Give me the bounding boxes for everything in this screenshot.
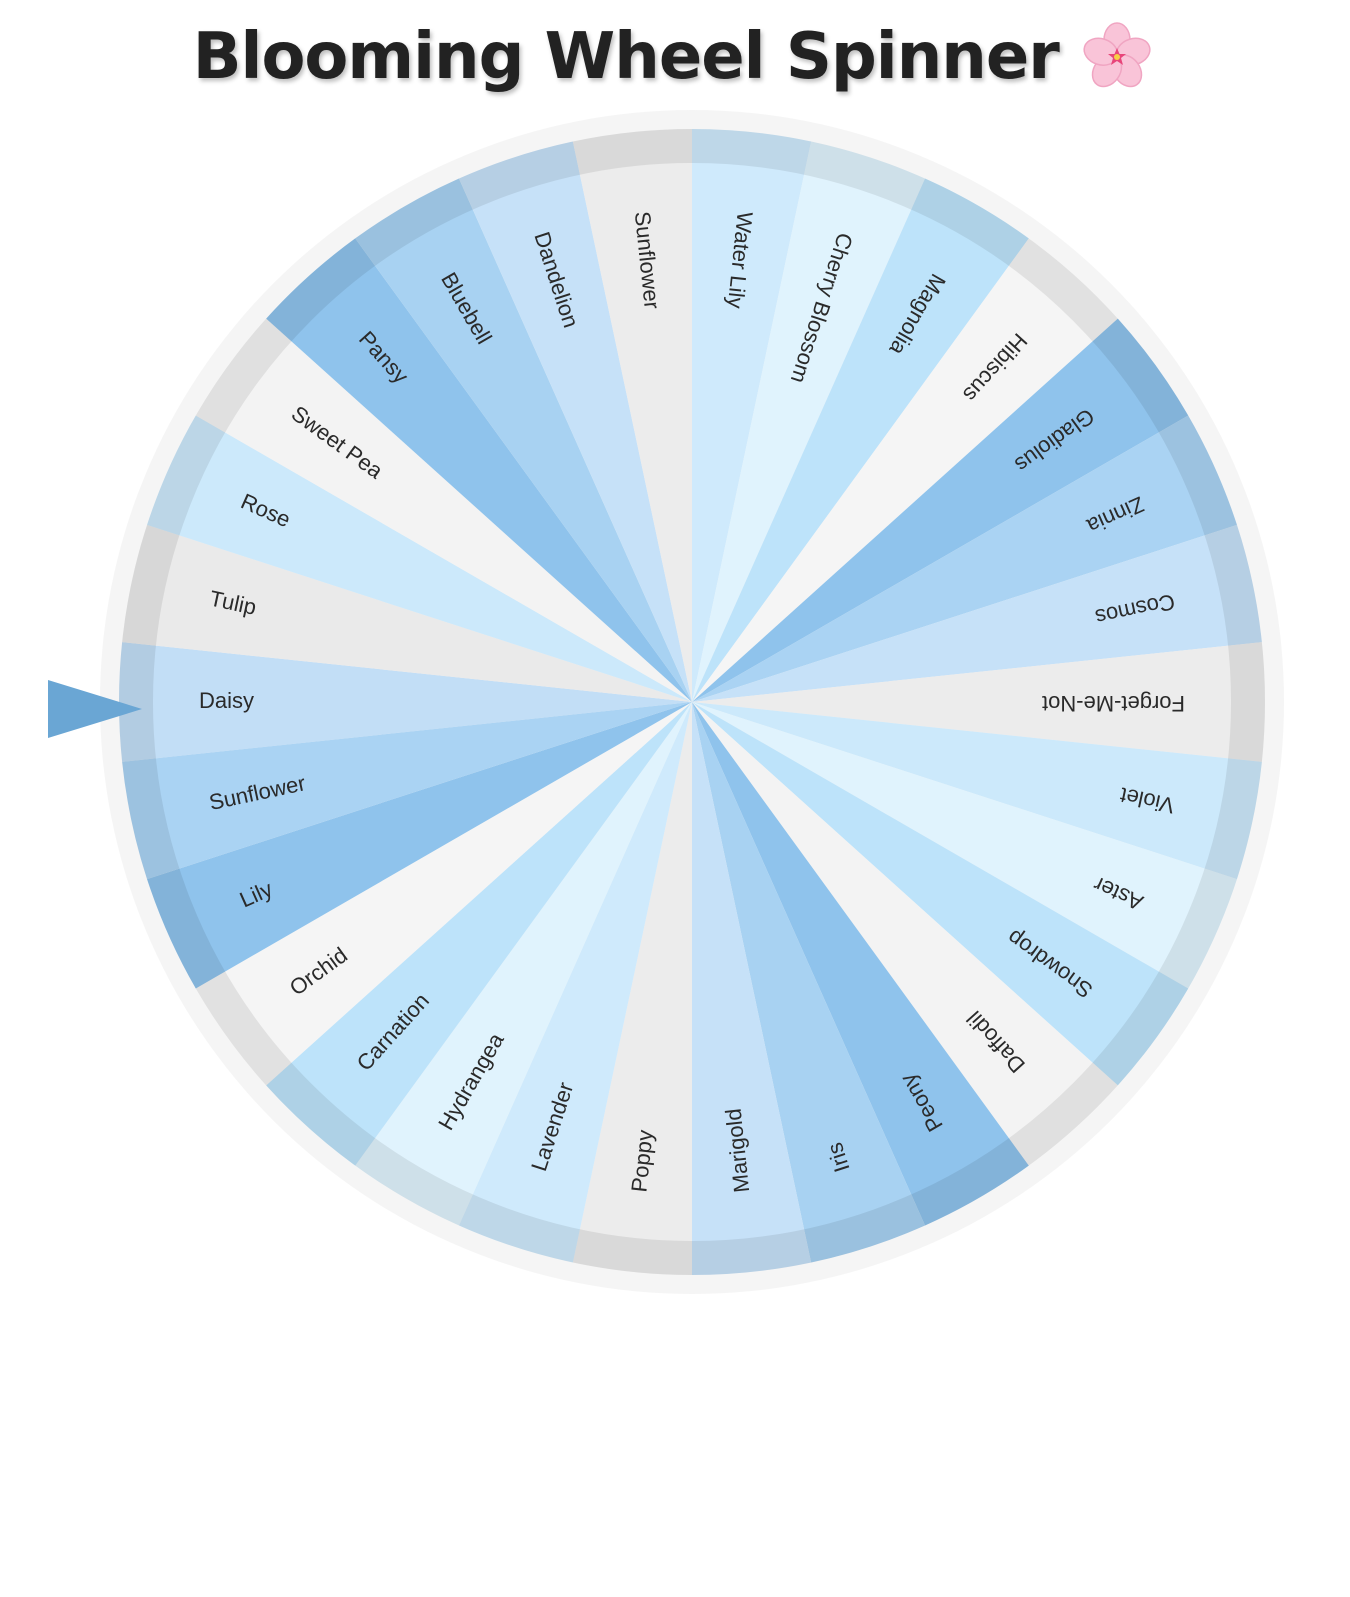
page-title: Blooming Wheel Spinner [192,20,1060,94]
wheel-segment [572,702,692,1275]
header: Blooming Wheel Spinner [0,12,1350,102]
wheel-segment [458,702,692,1263]
wheel-segment [458,141,692,702]
wheel-segment [572,129,692,702]
wheel-segment [195,702,692,1086]
wheel-segment [692,702,1118,1166]
wheel-segment [692,178,1029,703]
wheel-segment [147,415,693,702]
wheel-segment [692,415,1237,702]
wheel-segment [266,238,692,702]
wheel-segment [692,524,1262,702]
wheel-segment [355,702,692,1226]
wheel-segment [692,642,1265,762]
cherry-blossom-icon [1083,22,1151,88]
wheel-segment-label: Forget-Me-Not [1042,691,1185,716]
wheel-segment [195,318,692,702]
wheel-segment [692,702,1189,1086]
wheel-segment [355,178,692,703]
wheel-segment [692,318,1189,702]
wheel-segment [122,524,692,702]
wheel-segment [692,702,926,1263]
wheel-segment [692,141,926,702]
wheel-segment [122,702,692,880]
wheel-segment [692,702,812,1275]
wheel-segment-label: Daisy [199,688,254,713]
wheel-segment [692,702,1262,880]
wheel-segment [692,702,1237,989]
wheel-segments [119,129,1265,1275]
wheel-rim [119,129,1265,1275]
wheel-segment [119,642,692,762]
triangle-pointer-icon [48,680,142,738]
wheel-segment [266,702,692,1166]
wheel-segment [692,238,1118,702]
wheel-segment [147,702,693,989]
wheel-segment [692,129,812,702]
wheel-segment [692,702,1029,1226]
